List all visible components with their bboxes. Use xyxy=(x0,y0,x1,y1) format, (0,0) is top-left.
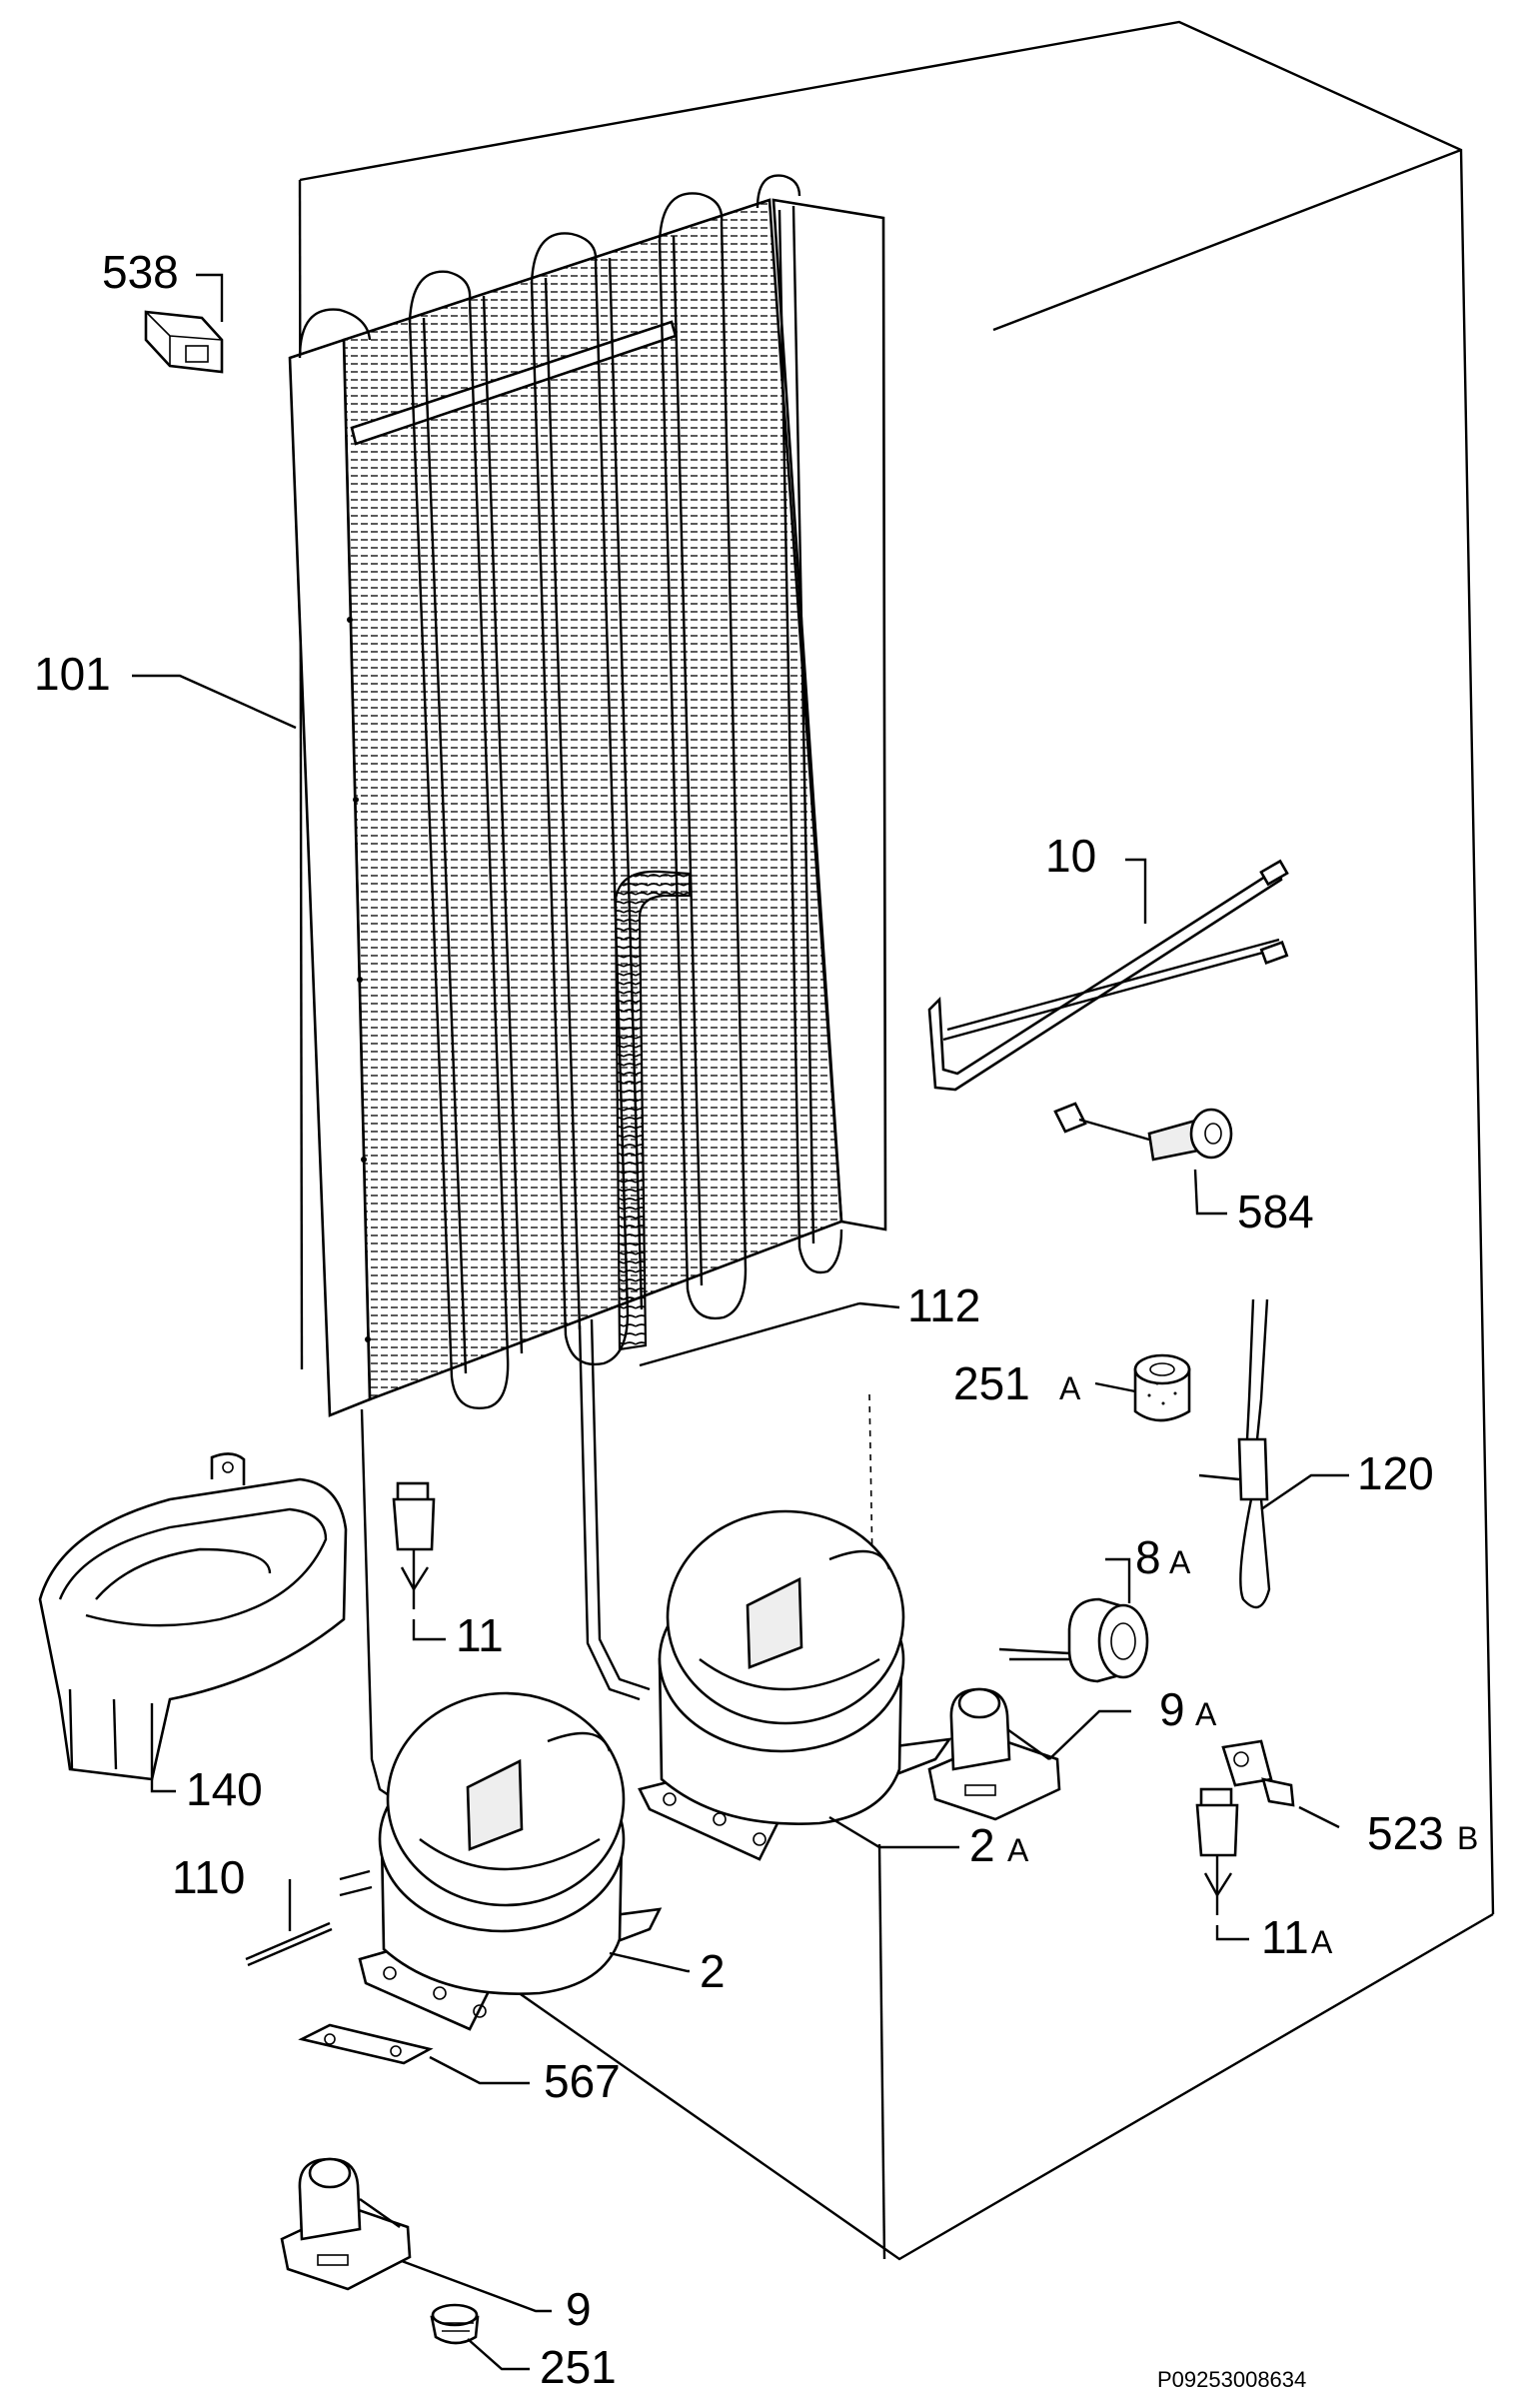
grommet-9 xyxy=(280,2157,412,2291)
label-584: 584 xyxy=(1237,1186,1314,1237)
drawing-code: P09253008634 xyxy=(1157,2367,1306,2392)
label-8a: 8 xyxy=(1135,1531,1161,1583)
label-10: 10 xyxy=(1045,830,1096,882)
label-140: 140 xyxy=(186,1763,263,1815)
fuse-holder-11a xyxy=(1195,1787,1239,1915)
label-251a-suffix: A xyxy=(1059,1370,1081,1406)
pin-110 xyxy=(245,1921,333,1967)
label-11: 11 xyxy=(456,1609,504,1661)
label-2a-suffix: A xyxy=(1007,1832,1029,1868)
label-2a: 2 xyxy=(969,1819,995,1871)
bushing-251 xyxy=(430,2303,480,2345)
label-2: 2 xyxy=(700,1945,726,1997)
capillary-coil-tube xyxy=(614,870,692,1351)
label-8a-suffix: A xyxy=(1169,1544,1191,1580)
label-120: 120 xyxy=(1357,1447,1434,1499)
label-110: 110 xyxy=(172,1851,245,1903)
connector-538 xyxy=(144,310,224,374)
leader-lines xyxy=(132,273,1349,2371)
relay-8a xyxy=(998,1597,1149,1683)
callout-labels: 538 101 10 584 112 251 A 120 8 A 11 9 A … xyxy=(34,246,1478,2393)
compressor-2a xyxy=(638,1509,952,1861)
plate-567 xyxy=(298,2023,434,2065)
label-523b: 523 xyxy=(1367,1807,1444,1859)
label-11a: 11 xyxy=(1261,1911,1309,1963)
wire-harness-10 xyxy=(927,859,1289,1092)
label-11a-suffix: A xyxy=(1311,1924,1333,1960)
label-251: 251 xyxy=(540,2341,617,2393)
label-112: 112 xyxy=(907,1279,980,1331)
grommet-9a xyxy=(927,1687,1061,1821)
label-567: 567 xyxy=(544,2055,621,2107)
label-523b-suffix: B xyxy=(1457,1820,1478,1856)
drip-tray-140 xyxy=(38,1452,348,1781)
label-9: 9 xyxy=(566,2283,592,2335)
sensor-584 xyxy=(1053,1102,1233,1162)
label-101: 101 xyxy=(34,648,111,700)
label-251a: 251 xyxy=(953,1357,1030,1409)
ring-251a xyxy=(1133,1353,1191,1422)
clip-523b xyxy=(1221,1739,1295,1807)
label-9a: 9 xyxy=(1159,1683,1185,1735)
label-538: 538 xyxy=(102,246,179,298)
compressor-2 xyxy=(339,1691,663,2031)
fuse-holder-11 xyxy=(392,1481,436,1609)
cable-assembly-120 xyxy=(1198,1298,1271,1609)
condenser xyxy=(288,174,887,1815)
label-9a-suffix: A xyxy=(1195,1696,1217,1732)
